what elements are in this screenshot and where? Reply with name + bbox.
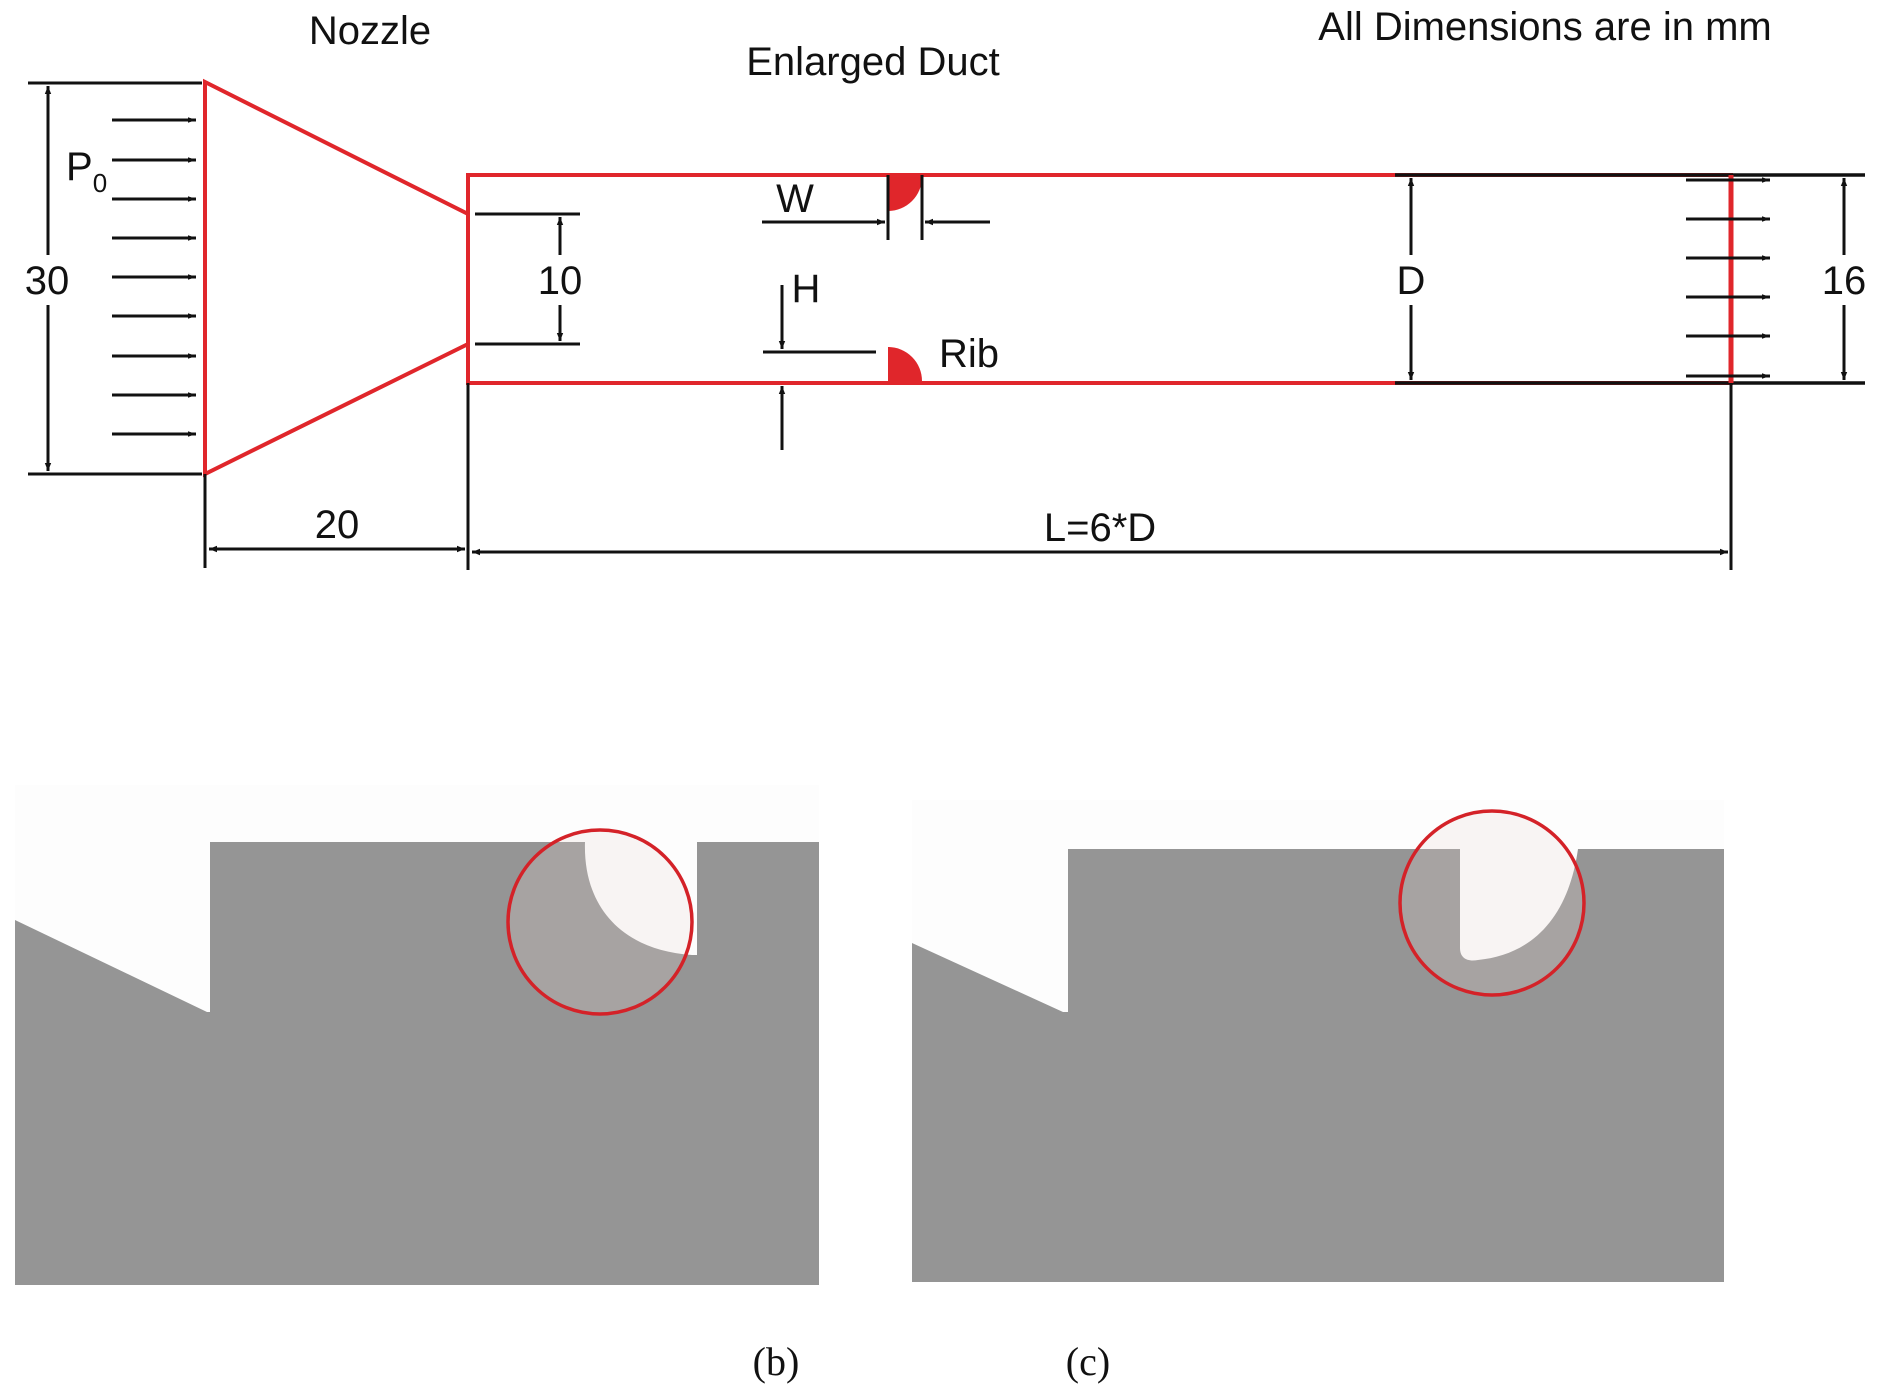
nozzle-label: Nozzle [309, 9, 431, 53]
inlet-pressure-label: P0 [66, 145, 107, 198]
duct-height-label: D [1397, 259, 1426, 303]
panel-c-highlight-circle [1398, 809, 1586, 997]
panel-b-caption: (b) [753, 1339, 800, 1384]
inlet-height-label: 30 [25, 259, 70, 303]
panel-b-highlight-circle [506, 828, 694, 1016]
panel-c-caption: (c) [1066, 1339, 1110, 1384]
bottom-rib [888, 347, 922, 381]
rib-height-dimension [763, 285, 876, 450]
inlet-pressure-symbol: P [66, 145, 93, 189]
rib-width-dimension [762, 175, 990, 240]
schematic-top: Nozzle Enlarged Duct All Dimensions are … [25, 5, 1867, 570]
rib-label: Rib [939, 332, 999, 376]
top-rib [888, 177, 922, 211]
panel-b-zoom [15, 785, 819, 1285]
nozzle-exit-height-label: 10 [538, 259, 583, 303]
enlarged-duct-outline [466, 173, 1733, 385]
enlarged-duct-label: Enlarged Duct [746, 40, 999, 84]
panel-b-gray-domain [15, 842, 819, 1285]
rib-height-label: H [792, 267, 821, 311]
duct-length-label: L=6*D [1044, 506, 1156, 550]
panel-c-gray-domain [912, 849, 1724, 1282]
nozzle-outline [203, 78, 470, 478]
outlet-height-label: 16 [1822, 259, 1867, 303]
length-dimensions [203, 383, 1733, 570]
panel-c-zoom [912, 800, 1724, 1282]
units-note: All Dimensions are in mm [1318, 5, 1771, 49]
nozzle-exit-dimension [475, 212, 580, 346]
inlet-pressure-subscript: 0 [93, 168, 107, 198]
inlet-height-dimension [28, 81, 202, 476]
outlet-flow-arrows [1686, 177, 1770, 379]
duct-walls [466, 173, 1865, 385]
rib-width-label: W [776, 177, 814, 221]
nozzle-length-label: 20 [315, 503, 360, 547]
inlet-flow-arrows [112, 117, 196, 437]
